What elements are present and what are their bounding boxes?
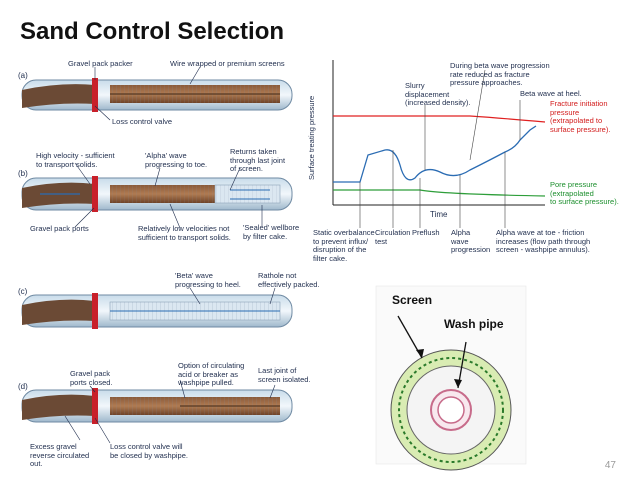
panel-c-schematic [21, 293, 293, 329]
label-beta-wave: 'Beta' wave progressing to heel. [175, 271, 241, 289]
screen-label: Screen [392, 293, 433, 307]
chart-slurry-note: Slurry displacement (increased density). [405, 81, 471, 107]
label-alpha-wave: 'Alpha' wave progressing to toe. [145, 151, 208, 169]
label-gravel-pack-ports: Gravel pack ports [30, 224, 89, 233]
label-high-velocity: High velocity - sufficient to transport … [36, 151, 115, 169]
chart-circulation-test: Circulation test [375, 228, 411, 246]
label-gravel-pack-packer: Gravel pack packer [68, 59, 133, 68]
stage-markers [359, 69, 521, 228]
label-ports-closed: Gravel pack ports closed. [70, 369, 113, 387]
label-loss-control-valve: Loss control valve [112, 117, 173, 126]
label-wire-wrapped: Wire wrapped or premium screens [170, 59, 285, 68]
panel-a-schematic [21, 78, 293, 112]
chart-preflush: Preflush [412, 228, 440, 237]
label-last-joint: Last joint of screen isolated. [258, 366, 311, 384]
chart-x-axis-label: Time [430, 210, 448, 219]
washpipe-label: Wash pipe [444, 317, 504, 331]
chart-beta-heel: Beta wave at heel. [520, 89, 582, 98]
panel-letter-a: (a) [18, 71, 28, 80]
slide-title: Sand Control Selection [20, 18, 285, 45]
page-number: 47 [604, 460, 616, 471]
panel-letter-d: (d) [18, 382, 28, 391]
label-loss-control-closed: Loss control valve will be closed by was… [110, 442, 188, 460]
chart-fracture-label: Fracture initiation pressure (extrapolat… [550, 99, 611, 134]
label-excess-gravel: Excess gravel reverse circulated out. [30, 442, 90, 468]
chart-alpha-toe: Alpha wave at toe - friction increases (… [496, 228, 591, 254]
label-low-velocities: Relatively low velocities not sufficient… [138, 224, 231, 242]
treating-pressure-line [333, 125, 537, 183]
label-rathole: Rathole not effectively packed. [258, 271, 320, 289]
panel-d-schematic [21, 388, 293, 424]
chart-static-overbalance: Static overbalance to prevent influx/ di… [313, 228, 375, 263]
chart-alpha-progression: Alpha wave progression [451, 228, 491, 254]
label-returns-taken: Returns taken through last joint of scre… [230, 147, 286, 173]
leader-lines [64, 66, 276, 444]
fracture-pressure-line [333, 115, 546, 123]
chart-beta-note: During beta wave progression rate reduce… [450, 61, 550, 87]
panel-b-schematic [21, 176, 293, 212]
screen-ring [398, 357, 504, 463]
panel-letter-c: (c) [18, 287, 28, 296]
label-sealed-wellbore: 'Sealed' wellbore by filter cake. [243, 223, 300, 241]
label-option-circulating: Option of circulating acid or breaker as… [178, 361, 245, 387]
chart-pore-label: Pore pressure (extrapolated to surface p… [550, 180, 619, 206]
pore-pressure-line [333, 189, 546, 197]
panel-letter-b: (b) [18, 169, 28, 178]
